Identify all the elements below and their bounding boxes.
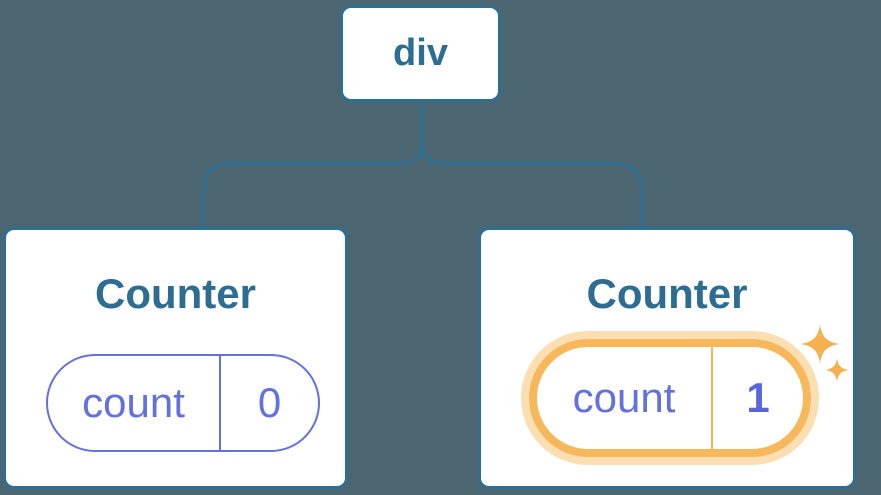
state-value: 1 xyxy=(746,374,770,421)
counter-card-right: Counter count 1 xyxy=(478,227,856,489)
counter-card-left: Counter count 0 xyxy=(3,227,348,489)
component-title: Counter xyxy=(586,270,748,317)
component-title: Counter xyxy=(95,270,256,317)
root-node-div: div xyxy=(340,5,501,102)
state-key-label: count xyxy=(48,356,221,450)
sparkle-small xyxy=(825,358,849,382)
connector-right-branch xyxy=(420,143,644,228)
state-pill: count 0 xyxy=(46,354,320,452)
root-node-label: div xyxy=(393,32,448,74)
state-value: 0 xyxy=(257,379,282,426)
connector-left-branch xyxy=(201,103,424,228)
state-pill-highlighted: count 1 xyxy=(529,339,811,457)
state-key-label: count xyxy=(537,347,713,449)
sparkle-large xyxy=(801,325,839,363)
